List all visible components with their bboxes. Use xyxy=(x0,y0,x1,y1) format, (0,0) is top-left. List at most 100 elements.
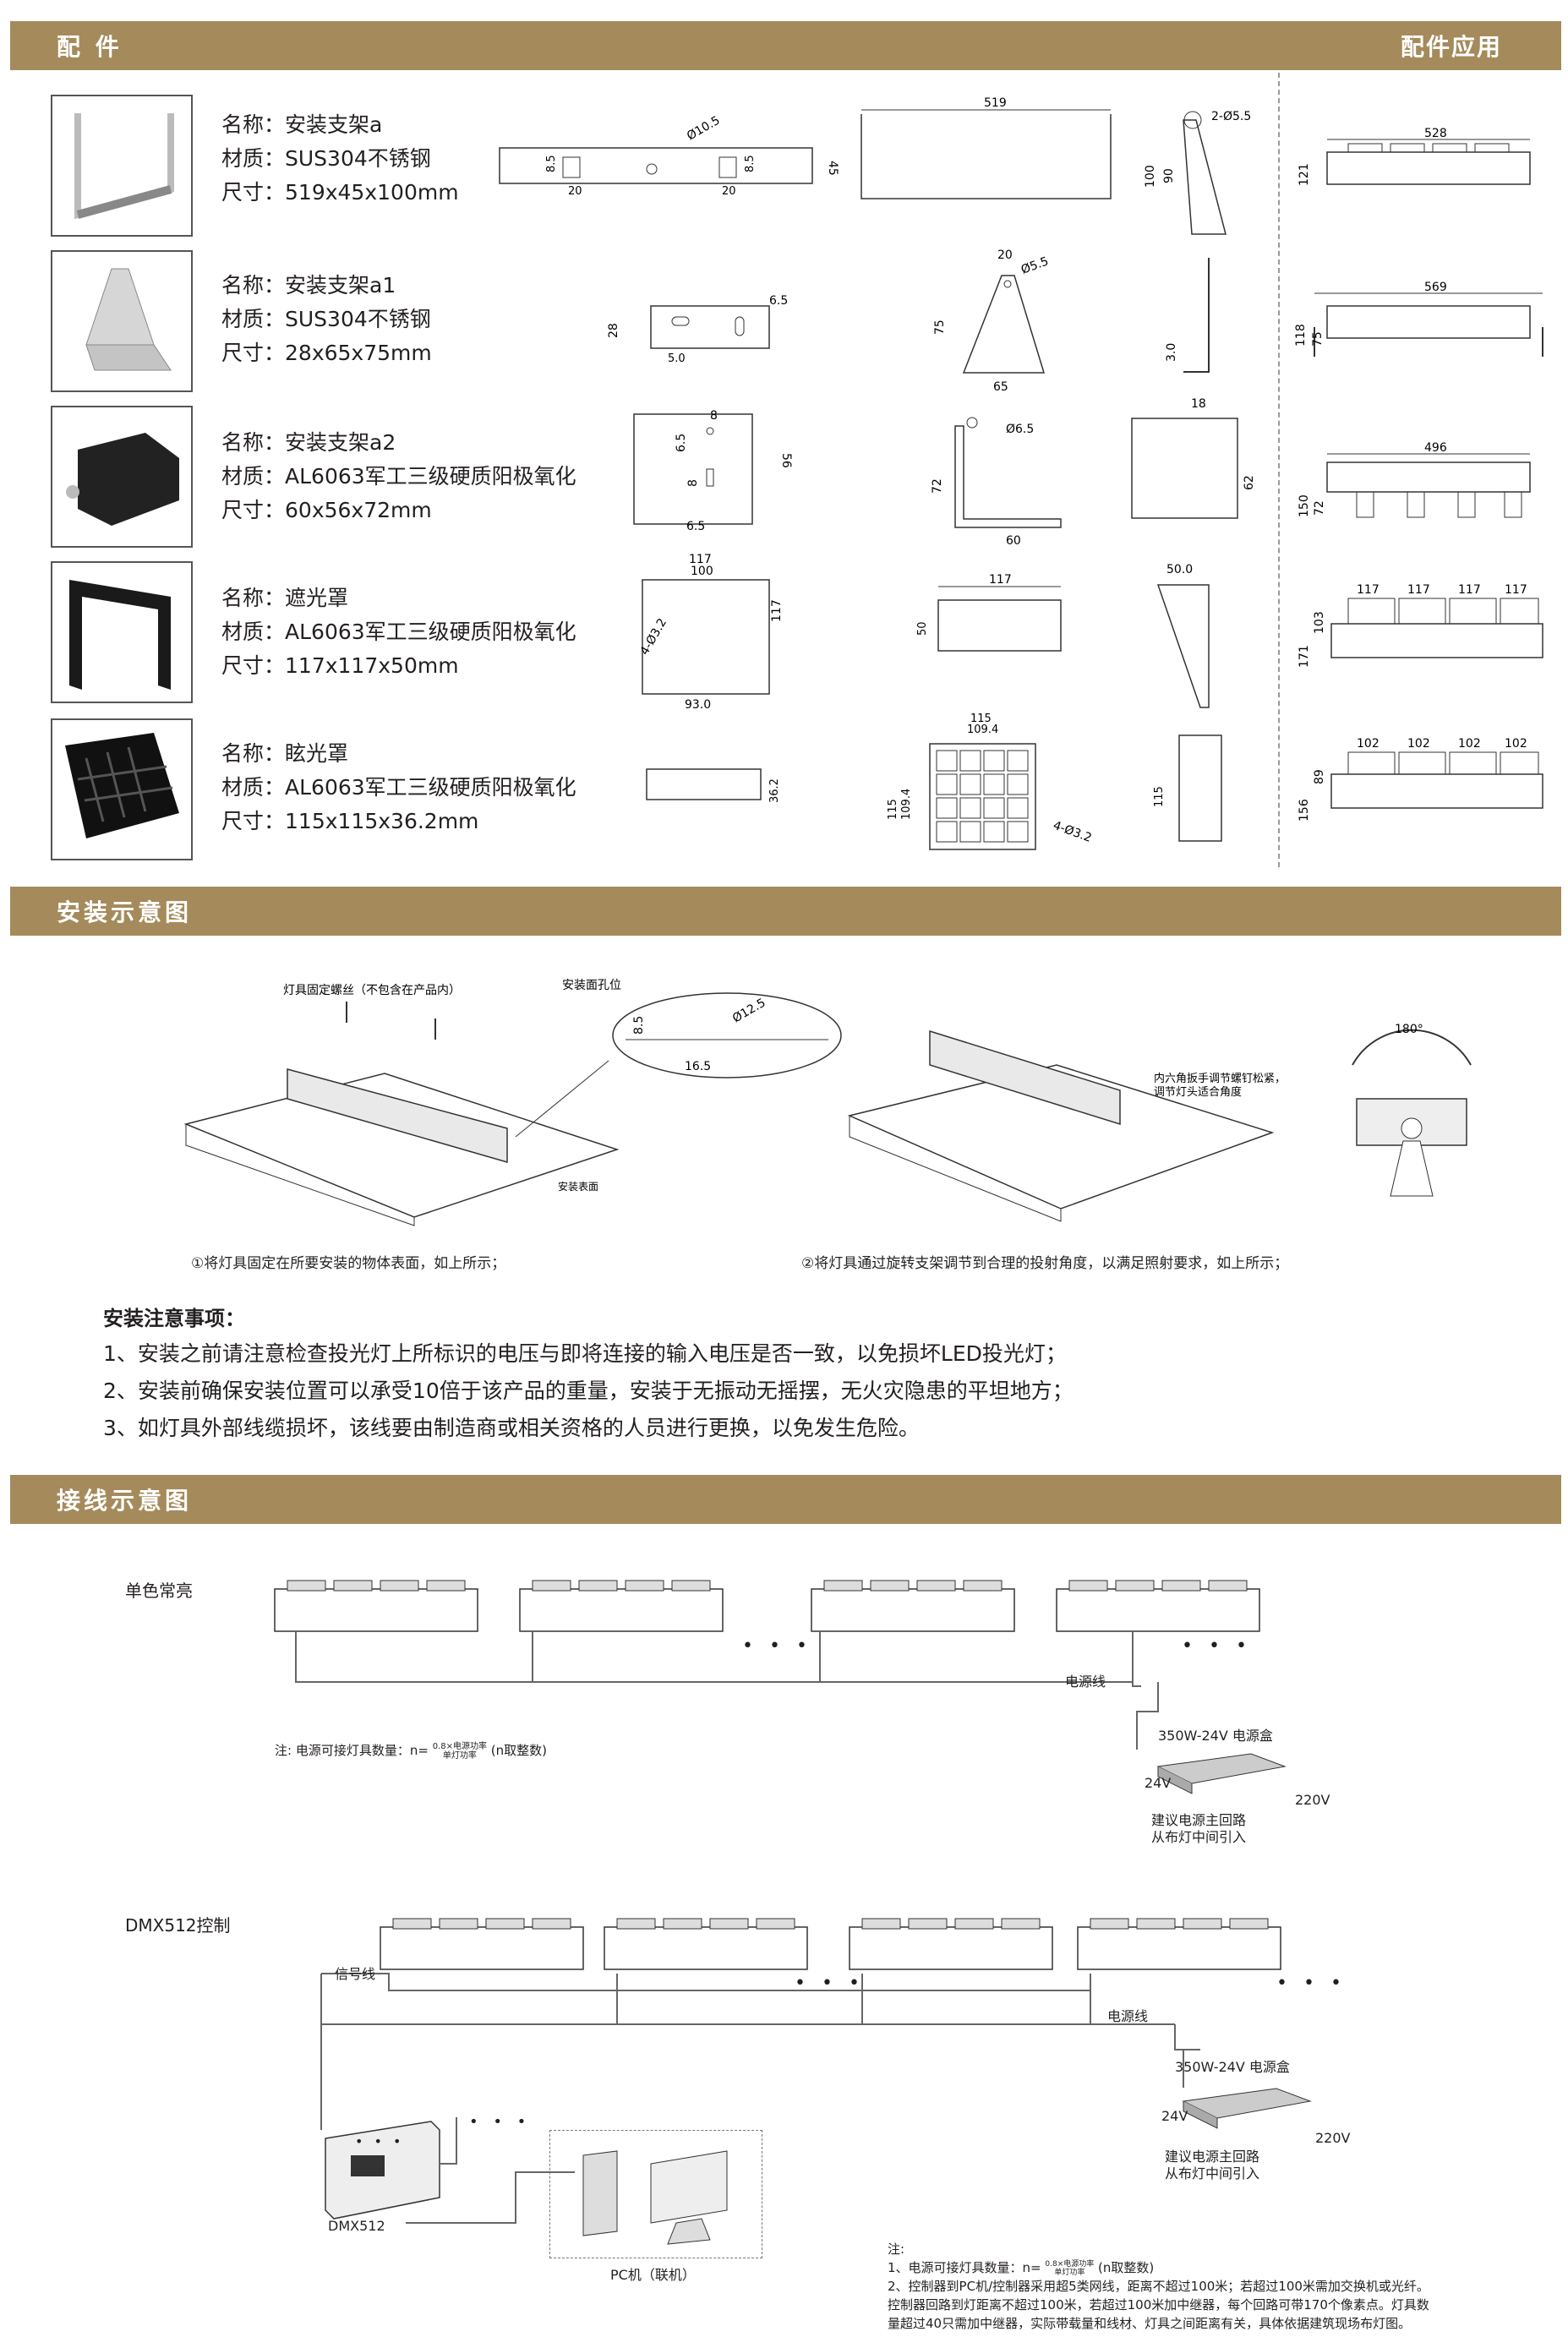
bracket-a2-photo xyxy=(51,406,193,548)
svg-text:117: 117 xyxy=(1407,583,1430,597)
svg-text:Ø6.5: Ø6.5 xyxy=(1006,423,1034,436)
anti-glare-name: 名称：眩光罩 xyxy=(221,741,349,766)
install-step1-drawing: 灯具固定螺丝（不包含在产品内） 安装面孔位 安装表面 xyxy=(178,979,621,1226)
dmx-advice-1: 建议电源主回路 xyxy=(1165,2149,1260,2165)
svg-text:115: 115 xyxy=(1153,786,1166,807)
svg-text:2-Ø5.5: 2-Ø5.5 xyxy=(1211,110,1251,123)
dmx-cables xyxy=(313,1969,1200,2147)
svg-text:180°: 180° xyxy=(1395,1023,1423,1036)
bracket-a1-photo xyxy=(51,250,193,392)
pc-group xyxy=(549,2130,762,2258)
install-header-bar: 安装示意图 xyxy=(10,887,1561,936)
bracket-a2-size: 尺寸：60x56x72mm xyxy=(221,498,432,522)
svg-text:102: 102 xyxy=(1505,737,1527,751)
single-power-line-label: 电源线 xyxy=(1065,1674,1106,1690)
svg-text:8.5: 8.5 xyxy=(632,1016,646,1035)
anti-glare-material: 材质：AL6063军工三级硬质阳极氧化 xyxy=(221,775,576,800)
bracket-a1-size: 尺寸：28x65x75mm xyxy=(221,341,432,365)
svg-text:117: 117 xyxy=(1458,583,1481,597)
svg-text:65: 65 xyxy=(993,380,1008,394)
dmx-signal-label: 信号线 xyxy=(335,1966,376,1982)
dmx-power-line-label: 电源线 xyxy=(1107,2008,1149,2024)
svg-text:102: 102 xyxy=(1357,737,1380,751)
install-caption-1: ①将灯具固定在所要安装的物体表面，如上所示； xyxy=(191,1255,506,1272)
svg-text:519: 519 xyxy=(984,96,1007,110)
bracket-a2-side-drawing: 18 62 xyxy=(1128,397,1256,541)
application-title: 配件应用 xyxy=(1400,33,1502,61)
bracket-a-image xyxy=(74,113,174,220)
svg-text:90: 90 xyxy=(1162,168,1176,183)
svg-text:4-Ø3.2: 4-Ø3.2 xyxy=(1052,819,1094,845)
wiring-title: 接线示意图 xyxy=(57,1487,193,1515)
svg-text:62: 62 xyxy=(1243,475,1256,490)
dmx512-label: DMX512 xyxy=(328,2218,385,2234)
svg-text:75: 75 xyxy=(933,319,947,335)
install-hole-detail: 8.5 Ø12.5 16.5 xyxy=(609,989,845,1082)
dmx512-controller xyxy=(313,2113,566,2231)
svg-text:569: 569 xyxy=(1424,281,1447,294)
svg-text:109.4: 109.4 xyxy=(967,724,998,736)
light-shield-top-drawing: 117 100 4-Ø3.2 117 93.0 xyxy=(638,553,784,712)
svg-text:Ø10.5: Ø10.5 xyxy=(685,114,723,144)
svg-text:117: 117 xyxy=(770,599,784,622)
svg-text:171: 171 xyxy=(1298,645,1311,668)
accessories-header-bar: 配 件 配件应用 xyxy=(10,21,1561,70)
bracket-a1-front-drawing: 20 Ø5.5 75 65 xyxy=(933,248,1051,394)
bracket-a1-material: 材质：SUS304不锈钢 xyxy=(221,307,431,331)
svg-text:89: 89 xyxy=(1313,769,1326,784)
svg-text:100: 100 xyxy=(691,565,713,578)
anti-glare-side-drawing: 115 xyxy=(1153,731,1264,849)
dmx-psu-label: 350W-24V 电源盒 xyxy=(1175,2059,1290,2075)
light-shield-size: 尺寸：117x117x50mm xyxy=(221,653,459,678)
svg-text:75: 75 xyxy=(1311,331,1325,347)
svg-text:6.5: 6.5 xyxy=(675,434,688,452)
anti-glare-specs: 名称：眩光罩 材质：AL6063军工三级硬质阳极氧化 尺寸：115x115x36… xyxy=(221,737,576,838)
svg-text:调节灯头适合角度: 调节灯头适合角度 xyxy=(1154,1085,1242,1099)
dmx-24v-label: 24V xyxy=(1161,2108,1188,2124)
svg-text:20: 20 xyxy=(568,185,582,198)
svg-text:50.0: 50.0 xyxy=(1166,563,1193,576)
dmx-note-2b: 控制器回路到灯距离不超过100米，若超过100米加中继器，每个回路可带170个像… xyxy=(888,2297,1429,2313)
single-advice-1: 建议电源主回路 xyxy=(1151,1812,1247,1828)
svg-text:8.5: 8.5 xyxy=(744,155,757,172)
dmx-fixtures-diagram xyxy=(321,1910,1285,2045)
svg-text:20: 20 xyxy=(997,248,1013,262)
dmx-dots-2: • • • xyxy=(1276,1973,1347,1994)
svg-text:内六角扳手调节螺钉松紧，: 内六角扳手调节螺钉松紧， xyxy=(1154,1072,1286,1085)
svg-text:100: 100 xyxy=(1144,165,1157,188)
pc-label: PC机（联机） xyxy=(610,2267,696,2283)
svg-text:56: 56 xyxy=(779,453,793,468)
light-shield-name: 名称：遮光罩 xyxy=(221,586,349,610)
svg-text:115: 115 xyxy=(887,799,899,820)
bracket-a2-specs: 名称：安装支架a2 材质：AL6063军工三级硬质阳极氧化 尺寸：60x56x7… xyxy=(221,426,576,527)
app-bracket-a-drawing: 528 121 xyxy=(1298,127,1551,186)
anti-glare-front-drawing: 36.2 xyxy=(642,761,781,803)
pc-and-monitor xyxy=(406,2147,761,2248)
svg-text:109.4: 109.4 xyxy=(900,789,913,820)
bracket-a-size: 尺寸：519x45x100mm xyxy=(221,180,459,205)
svg-text:102: 102 xyxy=(1407,737,1430,751)
anti-glare-image xyxy=(65,733,179,838)
app-light-shield-drawing: 117 117 117 117 171 103 xyxy=(1298,583,1551,668)
svg-text:117: 117 xyxy=(1505,583,1527,597)
bracket-a1-side-drawing: 3.0 xyxy=(1165,254,1259,389)
single-color-wiring-diagram xyxy=(270,1572,1285,1843)
svg-text:20: 20 xyxy=(722,185,736,198)
dmx-note-1: 1、电源可接灯具数量：n= 0.8×电源功率单灯功率 (n取整数) xyxy=(888,2259,1155,2277)
note-1: 1、安装之前请注意检查投光灯上所标识的电压与即将连接的输入电压是否一致，以免损坏… xyxy=(103,1341,1067,1366)
bracket-a-side-drawing: 519 xyxy=(857,96,1128,245)
bracket-a-specs: 名称：安装支架a 材质：SUS304不锈钢 尺寸：519x45x100mm xyxy=(221,108,459,210)
app-bracket-a1-drawing: 569 118 75 xyxy=(1294,281,1551,365)
dmx-psu-box xyxy=(1175,2084,1319,2135)
svg-text:117: 117 xyxy=(689,553,712,566)
bracket-a2-material: 材质：AL6063军工三级硬质阳极氧化 xyxy=(221,464,576,489)
svg-text:5.0: 5.0 xyxy=(668,352,686,365)
anti-glare-top-drawing: 115 109.4 115 109.4 4-Ø3.2 xyxy=(887,713,1094,862)
dmx-dots-4: • • • xyxy=(469,2113,532,2131)
svg-text:72: 72 xyxy=(931,478,944,494)
anti-glare-photo xyxy=(51,718,193,860)
svg-text:安装表面: 安装表面 xyxy=(558,1180,598,1193)
dmx-dots-3: • • • xyxy=(355,2133,405,2149)
note-3: 3、如灯具外部线缆损坏，该线要由制造商或相关资格的人员进行更换，以免发生危险。 xyxy=(103,1416,920,1440)
svg-text:60: 60 xyxy=(1006,534,1021,548)
